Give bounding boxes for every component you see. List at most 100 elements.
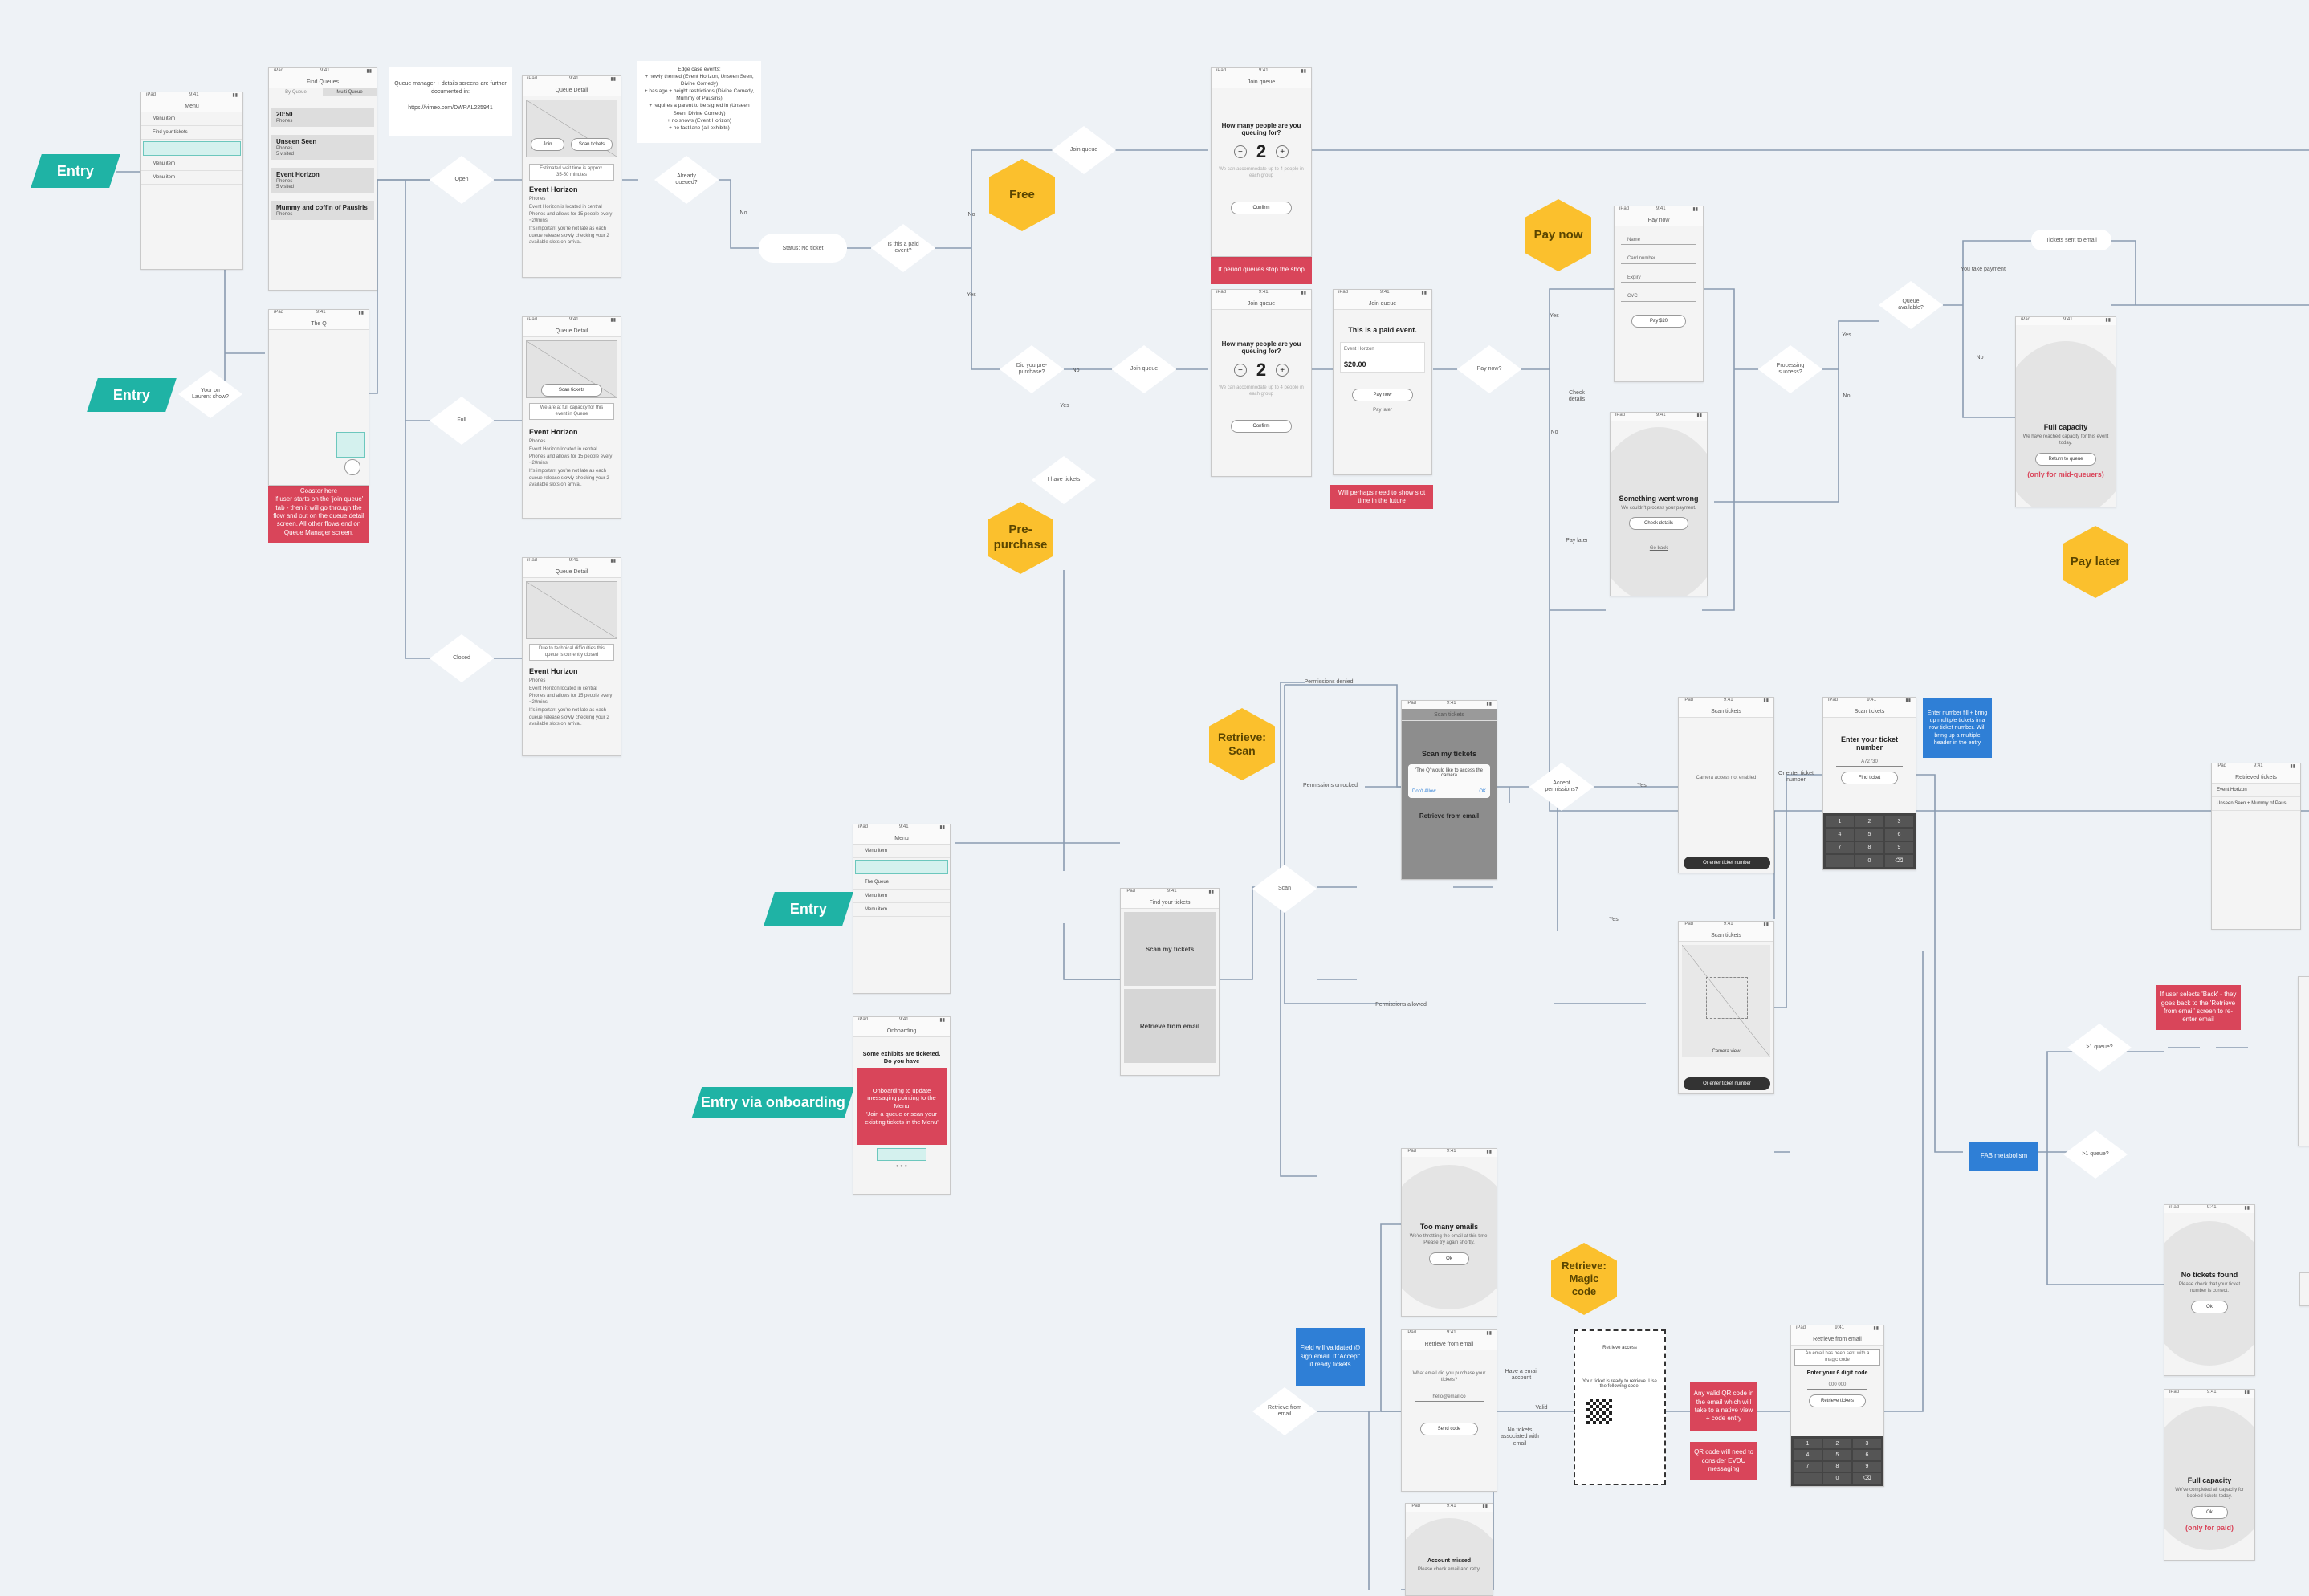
pay-button[interactable]: Pay $20 (1631, 314, 1686, 328)
email-question: What email did you purchase your tickets… (1412, 1371, 1486, 1383)
screen-title: Menu (853, 833, 950, 845)
dont-allow-button[interactable]: Don't Allow (1412, 789, 1436, 794)
error-heading: Something went wrong (1619, 495, 1699, 503)
retrieve-from-email-option[interactable]: Retrieve from email (1124, 989, 1216, 1063)
menu-item[interactable]: Menu item (141, 171, 242, 185)
capacity-heading: Full capacity (2187, 1476, 2232, 1484)
find-ticket-button[interactable]: Find ticket (1841, 772, 1898, 785)
pay-now-button[interactable]: Pay now (1352, 389, 1413, 402)
label-no: No (1550, 430, 1558, 435)
tab-by-queue[interactable]: By Queue (285, 90, 307, 95)
permission-dialog-text: 'The Q' would like to access the camera (1415, 768, 1483, 778)
label-yes: Yes (967, 292, 976, 298)
minus-icon[interactable]: − (1233, 145, 1247, 158)
retrieve-email-option[interactable]: Retrieve from email (1419, 812, 1480, 820)
scan-heading: Scan my tickets (1421, 750, 1477, 758)
ok-button[interactable]: Ok (2190, 1300, 2229, 1313)
scan-tickets-button[interactable]: Scan tickets (541, 384, 602, 397)
note-queue-manager-link[interactable]: https://vimeo.com/DWRAL225941 (408, 104, 493, 111)
event-name: Event Horizon (529, 666, 578, 675)
menu-item[interactable]: Menu item (141, 157, 242, 171)
menu-item[interactable]: Find your tickets (141, 126, 242, 140)
party-size-stepper[interactable]: −2+ (1212, 356, 1311, 384)
plus-icon[interactable]: + (1276, 145, 1289, 158)
join-button[interactable]: Join (531, 138, 564, 151)
menu-item-highlighted[interactable] (855, 860, 948, 874)
backdrop-circle (1406, 1518, 1493, 1595)
scan-my-tickets-option[interactable]: Scan my tickets (1124, 912, 1216, 986)
code-input[interactable]: 000 000 (1807, 1381, 1867, 1390)
event-body: Event Horizon located in central Phones … (529, 686, 613, 705)
screen-title: Find Queues (269, 76, 377, 88)
payment-field[interactable]: Card number (1621, 254, 1696, 264)
plus-icon[interactable]: + (1276, 364, 1289, 377)
note-period-queues: If period queues stop the shop (1211, 255, 1312, 284)
menu-item[interactable]: Menu item (853, 903, 950, 917)
menu-item[interactable]: Menu item (853, 845, 950, 858)
confirm-button[interactable]: Confirm (1230, 201, 1293, 214)
payment-field[interactable]: Name (1621, 236, 1696, 246)
tab-multi-queue[interactable]: Multi Queue (323, 88, 377, 96)
ticket-row[interactable]: Unseen Seen + Mummy of Paus. (2212, 797, 2300, 811)
backdrop-circle (1402, 1165, 1497, 1309)
screen-title: Queue Detail (523, 325, 621, 337)
event-location: Phones (529, 678, 546, 683)
ok-button[interactable]: Ok (1429, 1252, 1469, 1265)
decision-more-than-one-queue: >1 queue? (2067, 1024, 2132, 1072)
confirm-button[interactable]: Confirm (1230, 419, 1293, 433)
menu-item-highlighted[interactable] (143, 141, 241, 156)
qr-code (1586, 1399, 1612, 1424)
enter-ticket-number-button[interactable]: Or enter ticket number (1683, 1077, 1771, 1090)
ok-button[interactable]: Ok (2190, 1505, 2229, 1519)
check-details-button[interactable]: Check details (1629, 517, 1688, 531)
label-valid: Valid (1535, 1405, 1548, 1411)
menu-item[interactable]: The Queue (853, 876, 950, 890)
go-back-link[interactable]: Go back (1649, 546, 1668, 552)
label-permissions-allowed: Permissions allowed (1375, 1002, 1427, 1008)
email-input[interactable]: hello@email.co (1415, 1393, 1484, 1403)
party-size-stepper[interactable]: −2+ (1212, 138, 1311, 165)
event-body-2: It's important you're not late as each q… (529, 469, 609, 488)
scan-tickets-button[interactable]: Scan tickets (571, 138, 613, 151)
label-yes: Yes (1060, 403, 1069, 409)
send-code-button[interactable]: Send code (1419, 1423, 1479, 1436)
emails-heading: Too many emails (1419, 1223, 1479, 1231)
menu-item[interactable]: Menu item (141, 112, 242, 126)
minus-icon[interactable]: − (1233, 364, 1247, 377)
retrieve-tickets-button[interactable]: Retrieve tickets (1809, 1394, 1866, 1408)
payment-field[interactable]: CVC (1621, 292, 1696, 302)
label-no: No (1976, 355, 1984, 360)
decision-processing-success: Processing success? (1758, 345, 1822, 393)
tab-indicator[interactable] (336, 432, 365, 458)
onboarding-button[interactable] (877, 1148, 926, 1161)
denied-body: Camera access not enabled (1696, 776, 1757, 780)
payment-field[interactable]: Expiry (1621, 274, 1696, 283)
event-body: Event Horizon is located in central Phon… (529, 205, 613, 223)
enter-ticket-number-button[interactable]: Or enter ticket number (1683, 857, 1771, 869)
ticket-row[interactable]: Event Horizon (2212, 784, 2300, 797)
menu-item[interactable]: Menu item (853, 890, 950, 903)
ok-button[interactable]: OK (1479, 789, 1486, 794)
return-to-queue-button[interactable]: Return to queue (2034, 452, 2097, 466)
fab-button[interactable] (344, 459, 360, 475)
screen-title: Pay now (1615, 214, 1703, 226)
ticket-number-input[interactable]: A72730 (1836, 758, 1903, 767)
pay-later-link[interactable]: Pay later (1373, 408, 1392, 413)
label-no: No (1072, 368, 1080, 373)
screen-title: Scan tickets (1402, 709, 1497, 721)
join-hint: We can accommodate up to 4 people in eac… (1219, 385, 1304, 397)
